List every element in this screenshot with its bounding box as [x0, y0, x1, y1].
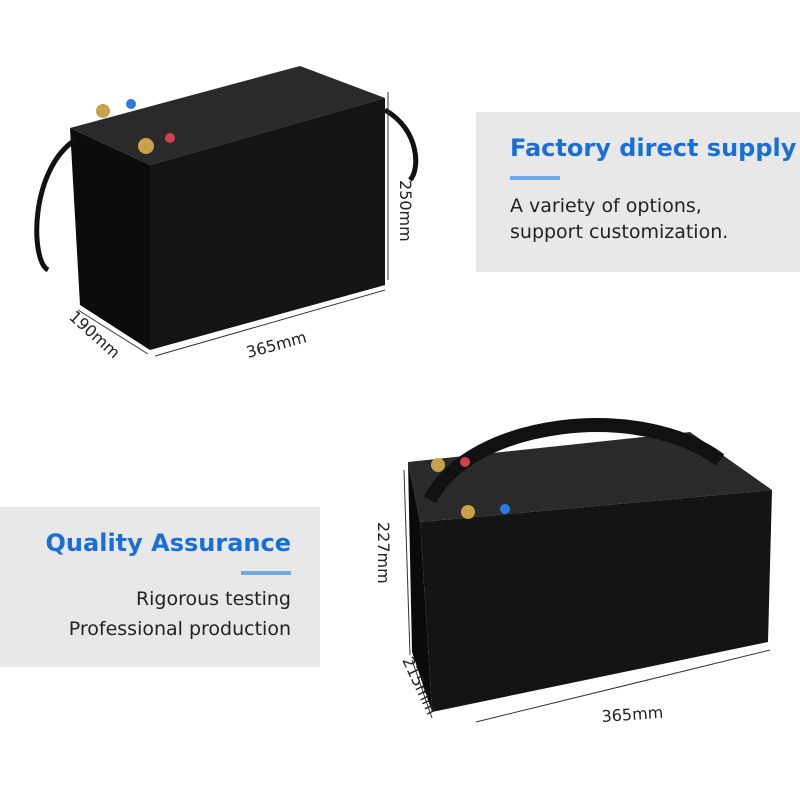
- title-underline: [241, 571, 291, 575]
- panel-title: Quality Assurance: [45, 529, 291, 557]
- panel-text: support customization.: [510, 221, 729, 243]
- dim-height: 250mm: [396, 180, 415, 242]
- feature-panel-quality: Quality Assurance Rigorous testing Profe…: [0, 507, 320, 667]
- title-underline: [510, 176, 560, 180]
- feature-panel-factory: Factory direct supply A variety of optio…: [476, 112, 800, 272]
- panel-title: Factory direct supply: [510, 134, 797, 162]
- battery-bottom-image: 227mm 215mm 365mm: [374, 418, 772, 726]
- panel-text: Professional production: [68, 618, 291, 640]
- dim-height: 227mm: [374, 522, 393, 584]
- panel-text: A variety of options,: [510, 195, 702, 217]
- dim-length: 365mm: [601, 703, 664, 726]
- dim-length: 365mm: [244, 328, 309, 362]
- panel-text: Rigorous testing: [135, 588, 291, 610]
- battery-top-image: 250mm 190mm 365mm: [34, 66, 419, 362]
